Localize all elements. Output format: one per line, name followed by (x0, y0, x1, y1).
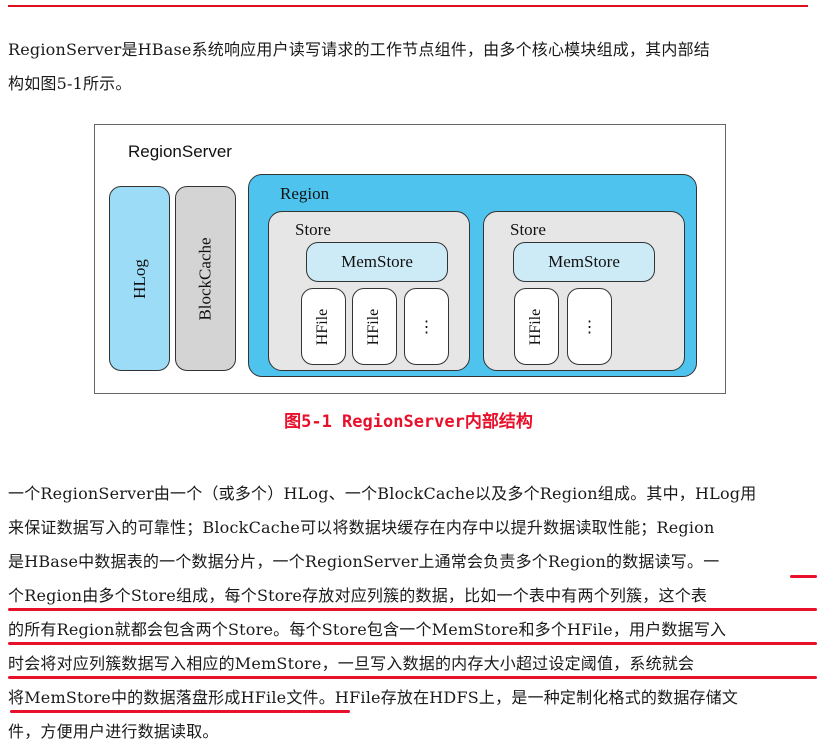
red-underline-annotation (8, 642, 817, 645)
store-box-2: Store MemStore HFile ⋮ (483, 211, 685, 371)
hfile-box: HFile (301, 288, 346, 365)
memstore-box: MemStore (306, 242, 448, 282)
hfile-label: HFile (365, 308, 383, 345)
body-line-8: 件，方便用户进行数据读取。 (8, 722, 219, 741)
body-line-5: 的所有Region就都会包含两个Store。每个Store包含一个MemStor… (8, 620, 727, 639)
hfile-ellipsis-box: ⋮ (404, 288, 449, 365)
hfile-label: HFile (314, 308, 332, 345)
hlog-label: HLog (129, 258, 149, 299)
body-line-3: 是HBase中数据表的一个数据分片，一个RegionServer上通常会负责多个… (8, 552, 720, 571)
region-label: Region (280, 184, 330, 203)
red-underline-annotation (8, 608, 817, 611)
body-line-2: 来保证数据写入的可靠性；BlockCache可以将数据块缓存在内存中以提升数据读… (8, 518, 715, 537)
blockcache-box: BlockCache (175, 186, 236, 371)
body-line-4: 个Region由多个Store组成，每个Store存放对应列簇的数据，比如一个表… (8, 586, 708, 605)
regionserver-label: RegionServer (128, 142, 232, 161)
figure-caption: 图5-1 RegionServer内部结构 (284, 412, 533, 432)
region-box: Region Store MemStore HFile HFile ⋮ Stor… (248, 174, 697, 377)
blockcache-label: BlockCache (195, 236, 215, 321)
hfile-label: HFile (527, 308, 545, 345)
hfile-box: HFile (514, 288, 559, 365)
body-line-6: 时会将对应列簇数据写入相应的MemStore，一旦写入数据的内存大小超过设定阈值… (8, 654, 695, 673)
hfile-ellipsis-box: ⋮ (567, 288, 612, 365)
store-box-1: Store MemStore HFile HFile ⋮ (268, 211, 470, 371)
intro-line-1: RegionServer是HBase系统响应用户读写请求的工作节点组件，由多个核… (8, 40, 710, 59)
vertical-ellipsis-icon: ⋮ (418, 318, 435, 336)
red-underline-annotation (10, 710, 350, 713)
vertical-ellipsis-icon: ⋮ (581, 318, 598, 336)
memstore-box: MemStore (513, 242, 655, 282)
red-underline-annotation (8, 676, 817, 679)
body-line-7: 将MemStore中的数据落盘形成HFile文件。HFile存放在HDFS上，是… (8, 688, 739, 707)
regionserver-diagram: RegionServer HLog BlockCache Region Stor… (94, 124, 726, 394)
body-line-1: 一个RegionServer由一个（或多个）HLog、一个BlockCache以… (8, 484, 757, 503)
store-label: Store (295, 220, 331, 239)
top-red-rule (8, 5, 808, 7)
body-paragraph: 一个RegionServer由一个（或多个）HLog、一个BlockCache以… (8, 477, 812, 749)
store-label: Store (510, 220, 546, 239)
intro-line-2: 构如图5-1所示。 (8, 74, 132, 93)
red-underline-annotation (790, 575, 817, 578)
hlog-box: HLog (109, 186, 170, 371)
intro-paragraph: RegionServer是HBase系统响应用户读写请求的工作节点组件，由多个核… (8, 33, 812, 101)
hfile-box: HFile (352, 288, 397, 365)
